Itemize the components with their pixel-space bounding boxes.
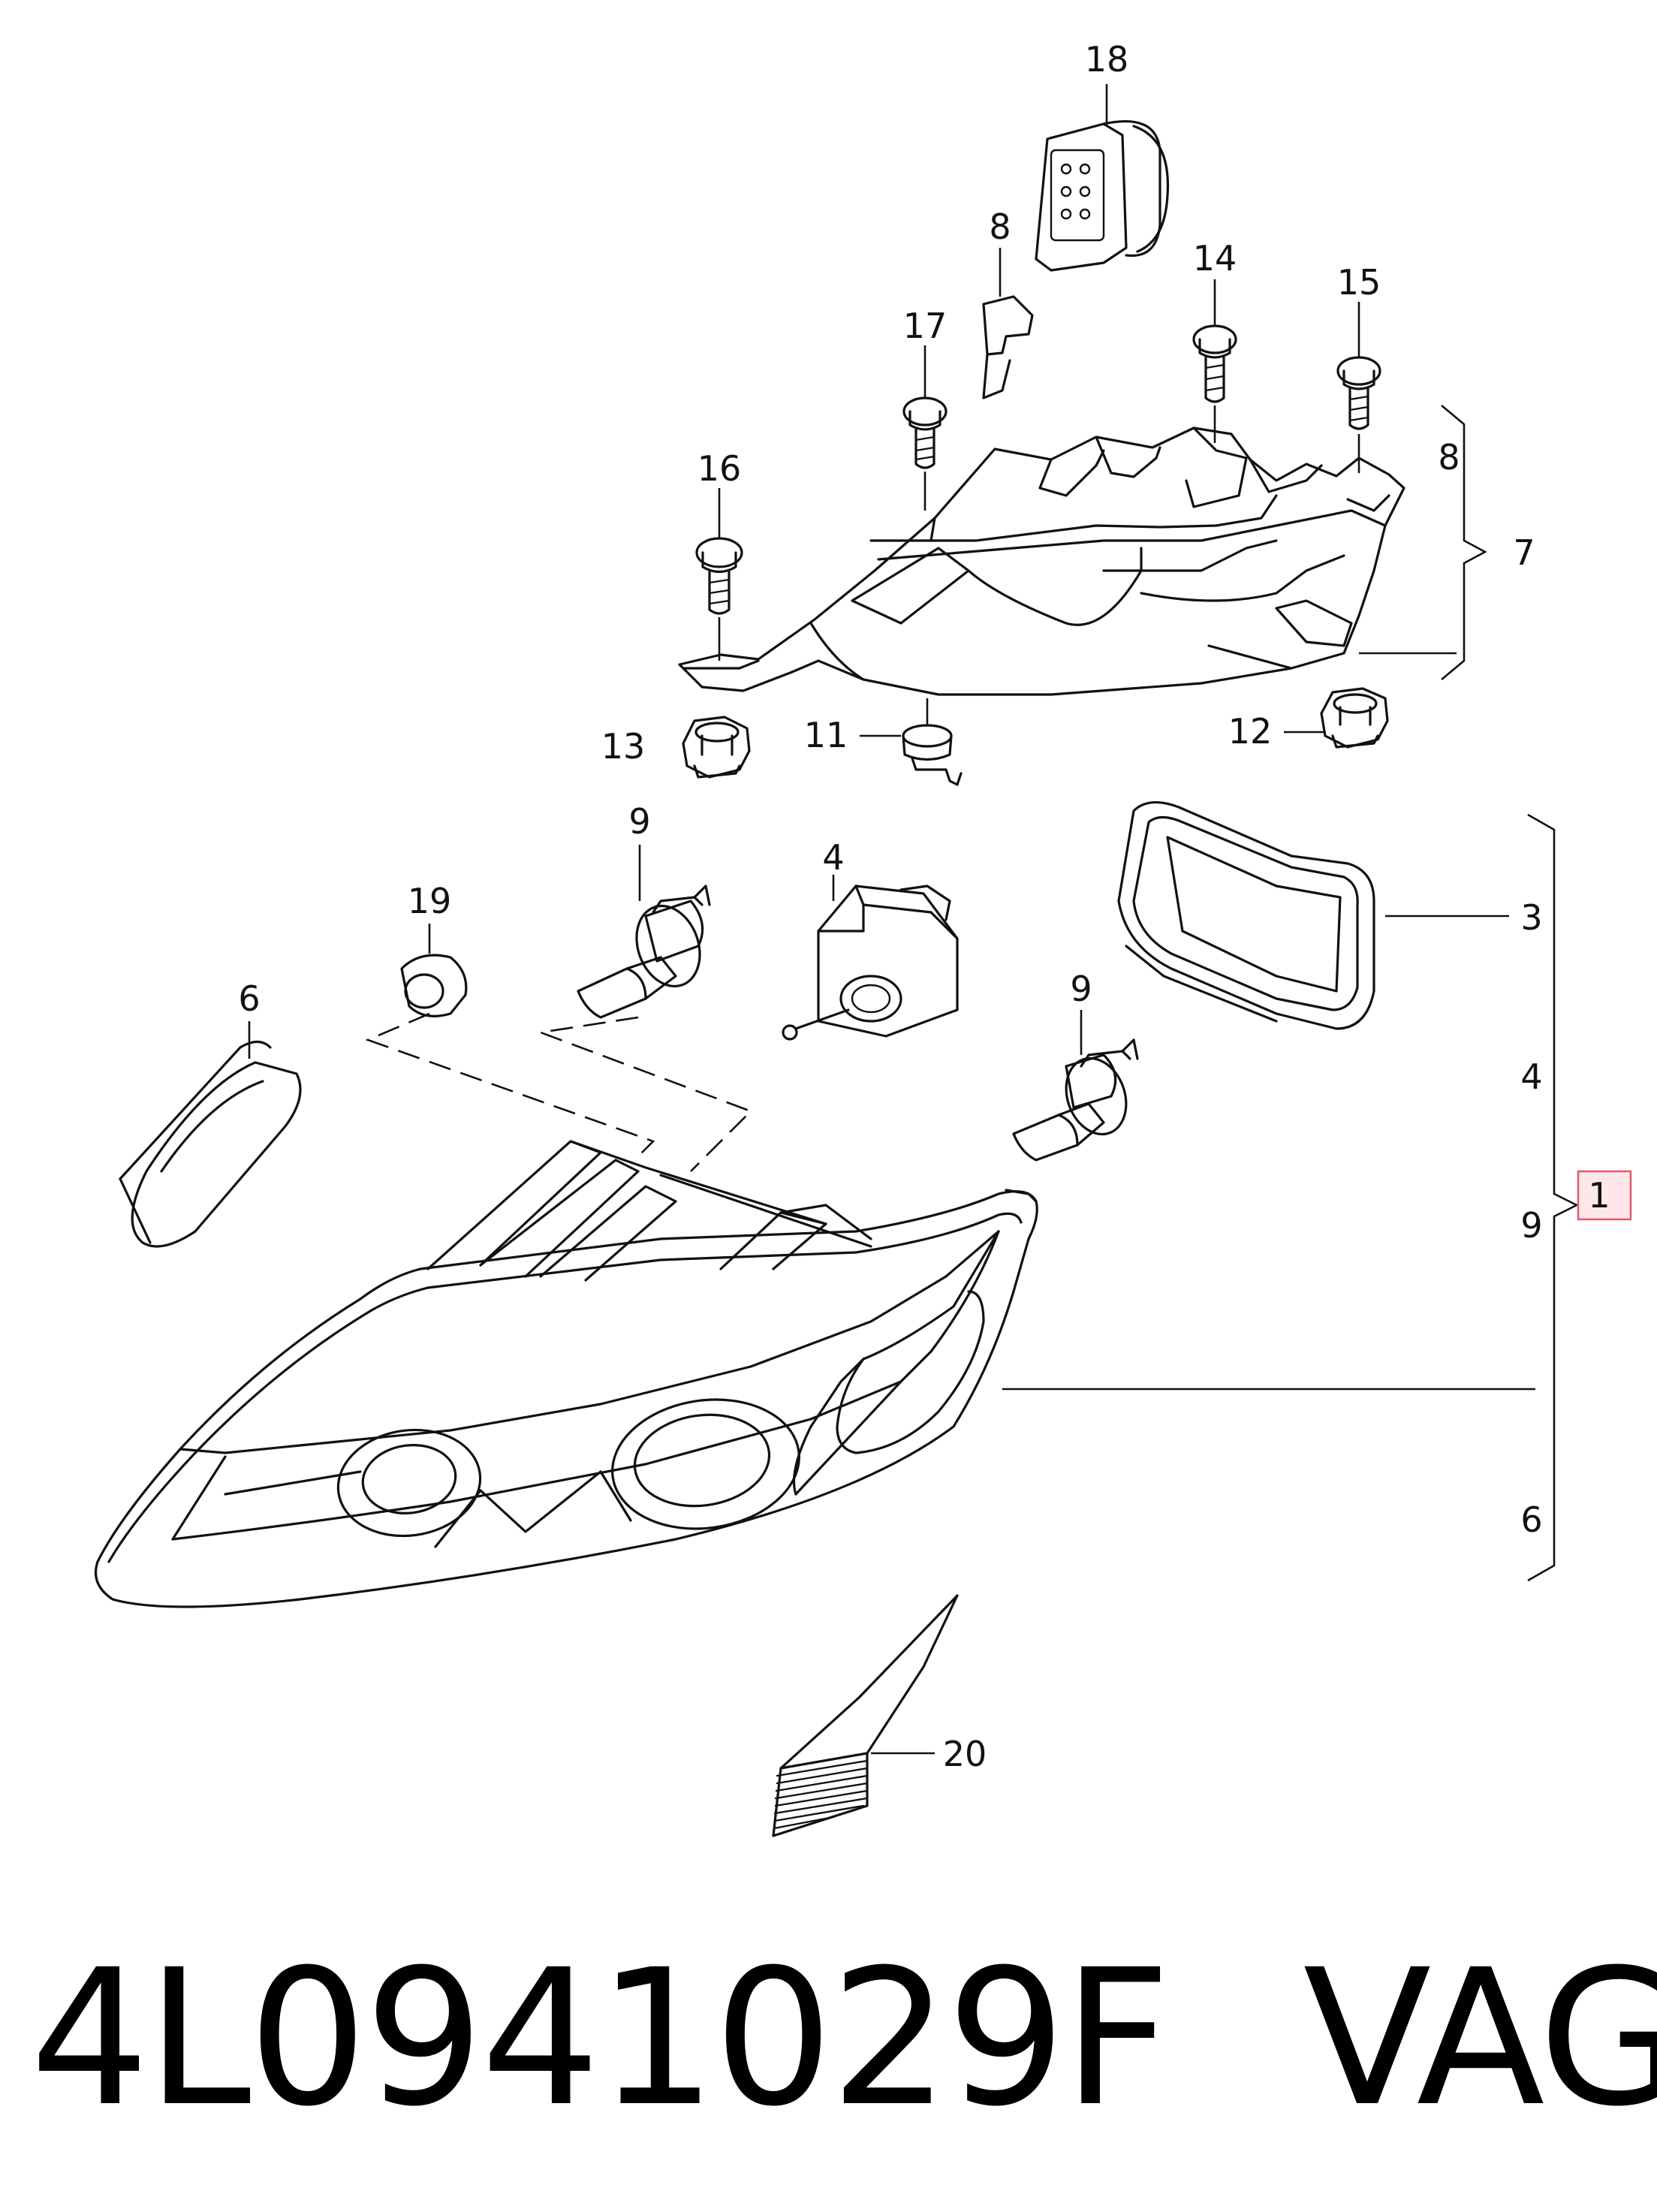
callout-8-top: 8 — [989, 206, 1011, 247]
callout-9-left: 9 — [628, 801, 650, 842]
callout-7: 7 — [1513, 532, 1535, 573]
callout-9-right: 9 — [1520, 1205, 1542, 1246]
clip-part — [982, 248, 1034, 399]
ring-6-part — [119, 1021, 302, 1248]
screw-15-part — [1336, 302, 1381, 473]
clip-11-part — [860, 698, 963, 786]
callout-20: 20 — [943, 1734, 987, 1774]
callout-8-right: 8 — [1438, 437, 1460, 478]
callout-4-top: 4 — [822, 837, 844, 878]
screw-17-part — [902, 345, 948, 511]
install-line-19 — [365, 1012, 655, 1157]
part-number: 4L0941029F — [30, 1929, 1171, 2147]
callout-15: 15 — [1337, 262, 1381, 303]
callout-19: 19 — [408, 881, 452, 921]
housing-rear-cover-part — [678, 426, 1405, 696]
install-line-9 — [536, 1016, 753, 1172]
connector-plug-part — [1035, 84, 1170, 272]
callout-11: 11 — [804, 715, 848, 755]
callout-12: 12 — [1228, 711, 1273, 752]
adjuster-13-part — [682, 716, 751, 779]
screw-16-part — [695, 488, 743, 661]
label-20-part — [772, 1594, 959, 1837]
bulb-9-mid-part — [1012, 1010, 1139, 1162]
callout-4-right: 4 — [1520, 1056, 1542, 1097]
callout-1-box[interactable]: 1 — [1577, 1170, 1632, 1221]
callout-13: 13 — [601, 726, 646, 767]
bracket-1 — [1527, 813, 1579, 1582]
callout-6-right: 6 — [1520, 1499, 1542, 1540]
callout-6-left: 6 — [238, 978, 260, 1019]
screw-14-part — [1192, 279, 1237, 443]
callout-3: 3 — [1520, 897, 1542, 938]
bracket-8-7 — [1441, 405, 1487, 680]
frame-3-part — [1117, 800, 1509, 1030]
adjuster-12-part — [1284, 687, 1389, 749]
callout-9-mid: 9 — [1070, 969, 1092, 1009]
callout-1: 1 — [1588, 1175, 1610, 1216]
igniter-4-part — [782, 875, 959, 1041]
callout-16: 16 — [697, 448, 742, 489]
callout-14: 14 — [1193, 238, 1237, 279]
bulb-cap-19-part — [400, 924, 468, 1017]
brand-name: VAG — [1303, 1929, 1657, 2147]
callout-18: 18 — [1085, 39, 1129, 80]
headlight-housing-part — [94, 1140, 1535, 1608]
bulb-9-upper-part — [577, 845, 711, 1019]
callout-17: 17 — [903, 306, 948, 346]
hatch-pattern — [773, 1759, 869, 1830]
